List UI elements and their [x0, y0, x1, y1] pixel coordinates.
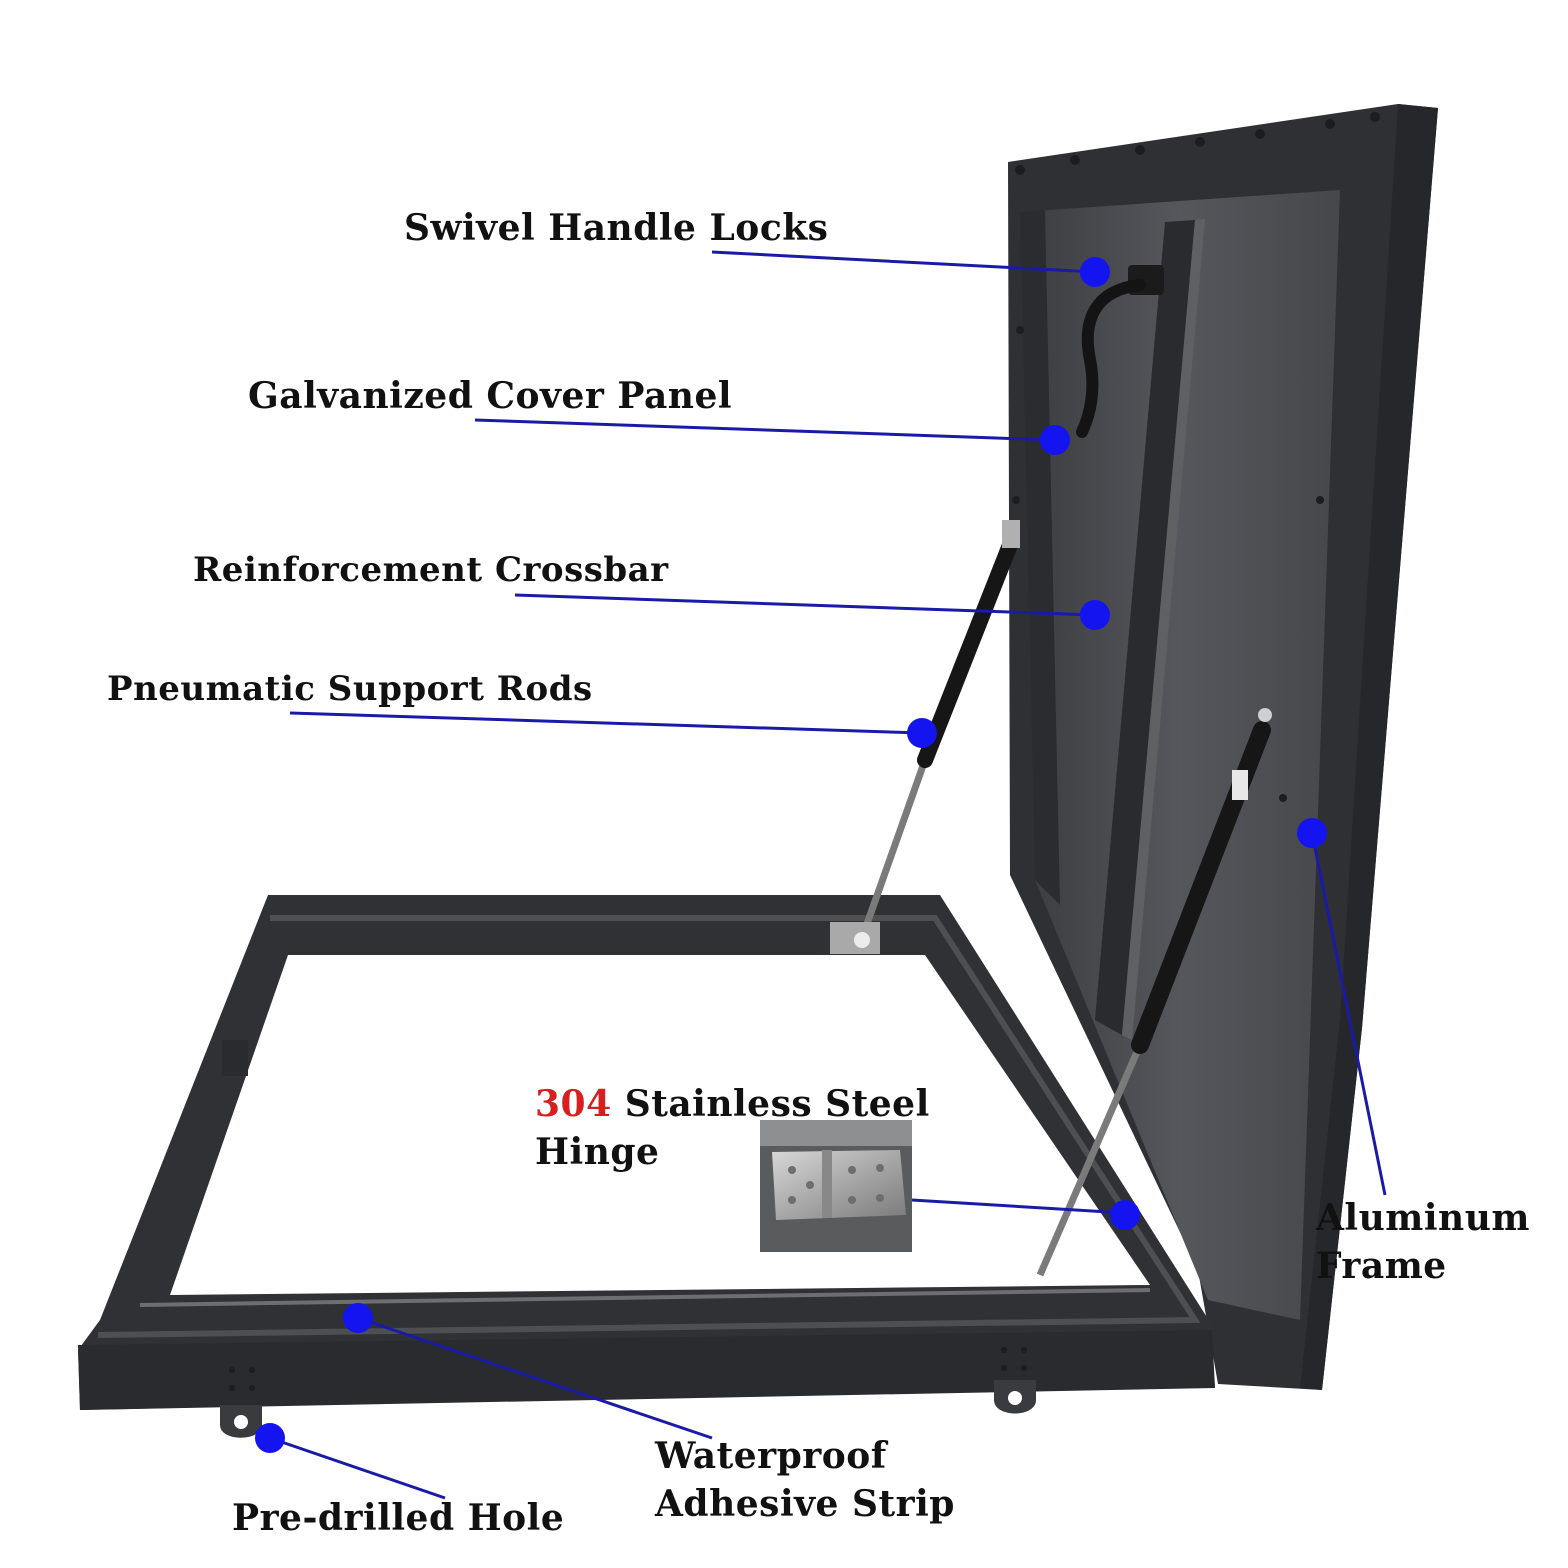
label-hinge-line1-text: Stainless Steel — [611, 1083, 930, 1125]
base-frame — [78, 895, 1215, 1410]
callout-line-waterproof — [357, 1316, 713, 1440]
label-waterproof-adhesive-strip: Waterproof Adhesive Strip — [655, 1432, 955, 1528]
label-reinforcement-crossbar: Reinforcement Crossbar — [193, 550, 669, 590]
label-pneumatic-support-rods: Pneumatic Support Rods — [107, 669, 593, 709]
callout-line-panel — [474, 418, 1056, 442]
base-inner-lip — [97, 915, 1201, 1338]
callout-line-aluminum — [1310, 832, 1387, 1196]
cover-lid — [1008, 104, 1438, 1390]
label-aluminum-line2: Frame — [1316, 1245, 1447, 1287]
hinge-inset-photo — [760, 1120, 912, 1252]
pneumatic-rod-right — [1036, 708, 1272, 1277]
waterproof-gasket-line — [139, 1288, 1151, 1307]
label-hinge-line2: Hinge — [535, 1131, 660, 1173]
pneumatic-rod-left — [830, 520, 1020, 954]
lid-side-edge — [1300, 104, 1438, 1390]
reinforcement-crossbar-highlight — [1122, 219, 1205, 1040]
label-aluminum-frame: Aluminum Frame — [1316, 1194, 1530, 1290]
callout-dot-hinge — [1110, 1200, 1140, 1230]
swivel-handle — [1076, 265, 1164, 438]
lid-inner-rail-left — [1020, 210, 1060, 905]
callout-lines — [269, 250, 1387, 1500]
callout-line-rods — [289, 711, 923, 735]
label-hinge-number: 304 — [535, 1083, 612, 1125]
callout-dot-aluminum — [1297, 818, 1327, 848]
callout-dot-hole — [255, 1423, 285, 1453]
label-stainless-steel-hinge: 304 Stainless Steel Hinge — [535, 1080, 930, 1176]
label-aluminum-line1: Aluminum — [1316, 1197, 1530, 1239]
callout-line-swivel — [711, 250, 1096, 274]
base-front-face — [78, 1330, 1215, 1410]
mounting-tabs — [220, 1347, 1036, 1438]
label-galvanized-cover-panel: Galvanized Cover Panel — [248, 375, 733, 417]
label-swivel-handle-locks: Swivel Handle Locks — [404, 207, 829, 249]
callout-dots — [255, 257, 1327, 1453]
label-hinge-line1: 304 Stainless Steel — [535, 1080, 930, 1128]
callout-dot-rods — [907, 718, 937, 748]
callout-dot-waterproof — [343, 1303, 373, 1333]
callout-line-hole — [269, 1436, 446, 1500]
label-pre-drilled-hole: Pre-drilled Hole — [232, 1497, 565, 1539]
callout-dot-swivel — [1080, 257, 1110, 287]
lid-rivets — [1012, 112, 1380, 802]
label-waterproof-line2: Adhesive Strip — [655, 1483, 955, 1525]
callout-line-hinge — [911, 1198, 1126, 1215]
label-waterproof-line1: Waterproof — [655, 1435, 887, 1477]
callout-dot-crossbar — [1080, 600, 1110, 630]
reinforcement-crossbar-rail — [1095, 220, 1195, 1035]
callout-line-crossbar — [514, 593, 1096, 617]
galvanized-panel-face — [1020, 190, 1340, 1320]
callout-dot-panel — [1040, 425, 1070, 455]
